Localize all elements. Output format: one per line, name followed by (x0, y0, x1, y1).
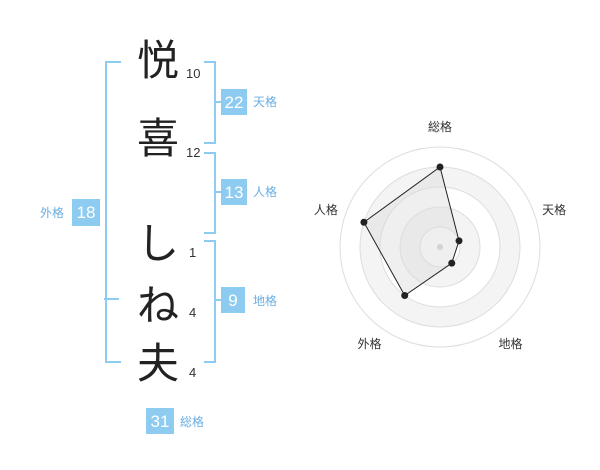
gaikaku-bracket-tick (104, 298, 119, 300)
name-char-3: し (137, 219, 180, 268)
jinkaku-label: 人格 (253, 185, 278, 199)
jinkaku-bracket (204, 152, 216, 234)
gaikaku-label: 外格 (40, 206, 65, 220)
radar-axis-label-3: 外格 (357, 336, 381, 351)
name-char-1: 悦 (137, 36, 180, 85)
stroke-count-3: 1 (189, 245, 197, 260)
gaikaku-value-badge: 18 (72, 199, 100, 226)
radar-data-area (363, 166, 460, 297)
radar-point-4 (360, 218, 368, 226)
radar-center (437, 244, 443, 250)
soukaku-label: 総格 (180, 415, 205, 429)
chikaku-label: 地格 (253, 294, 278, 308)
jinkaku-value-badge: 13 (221, 179, 247, 205)
tenkaku-connector (214, 101, 221, 103)
radar-axis-label-1: 天格 (542, 202, 566, 217)
chikaku-bracket (204, 240, 216, 363)
tenkaku-label: 天格 (253, 95, 278, 109)
jinkaku-connector (214, 191, 221, 193)
name-char-4: ね (137, 281, 180, 330)
stroke-count-2: 12 (186, 145, 201, 160)
chikaku-connector (214, 299, 221, 301)
radar-axis-label-4: 人格 (314, 202, 338, 217)
radar-axis-label-0: 総格 (428, 119, 452, 134)
name-char-2: 喜 (137, 114, 180, 163)
stroke-count-4: 4 (189, 305, 197, 320)
chikaku-value-badge: 9 (221, 287, 245, 313)
radar-point-3 (401, 292, 409, 300)
stroke-count-5: 4 (189, 365, 197, 380)
radar-point-2 (448, 259, 456, 267)
name-char-5: 夫 (137, 339, 180, 388)
radar-axis-label-2: 地格 (499, 336, 523, 351)
radar-points (360, 163, 463, 300)
gaikaku-bracket (105, 61, 121, 363)
radar-point-1 (455, 237, 463, 245)
radar-point-0 (436, 163, 444, 171)
soukaku-value-badge: 31 (146, 408, 174, 434)
tenkaku-value-badge: 22 (221, 89, 247, 115)
stroke-count-1: 10 (186, 66, 201, 81)
